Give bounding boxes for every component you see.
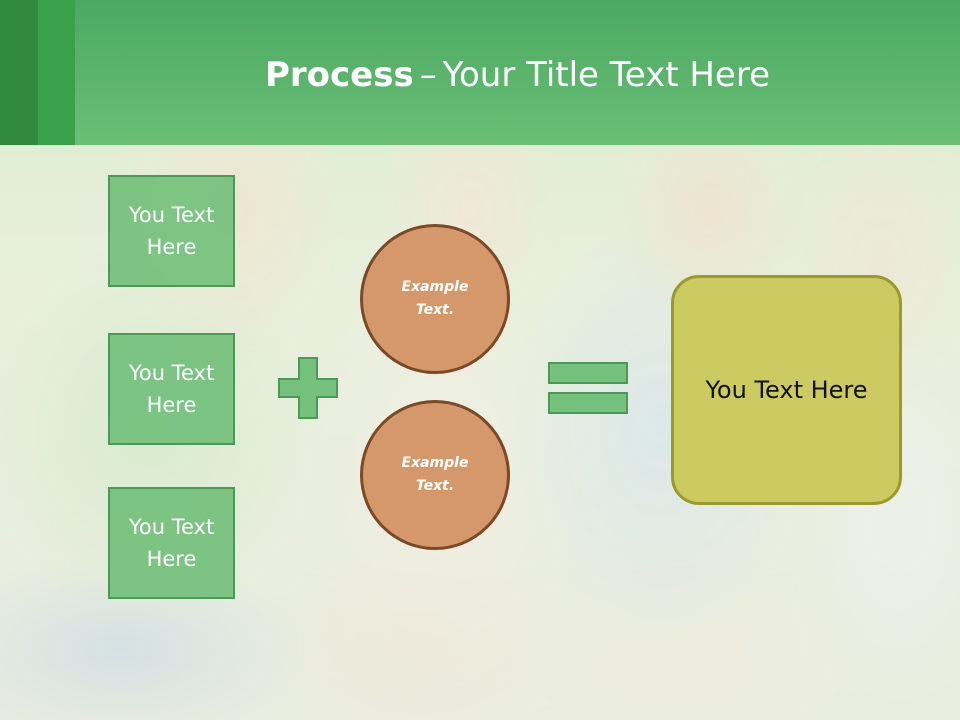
equals-icon[interactable] [548,362,628,414]
left-text-box-label: You Text Here [128,203,215,259]
left-text-box-1[interactable]: You Text Here [108,175,235,287]
left-text-box-label: You Text Here [128,361,215,417]
header-stripe-dark [0,0,38,145]
title-header: Process–Your Title Text Here [0,0,960,145]
example-circle-label: Example Text. [401,279,469,318]
title-strong: Process [264,55,414,95]
left-text-box-2[interactable]: You Text Here [108,333,235,445]
left-text-box-3[interactable]: You Text Here [108,487,235,599]
example-circle-2[interactable]: Example Text. [360,400,510,550]
result-box-label: You Text Here [705,376,868,404]
slide-title[interactable]: Process–Your Title Text Here [75,50,960,100]
result-box[interactable]: You Text Here [671,275,902,505]
header-stripe-mid [38,0,75,145]
title-rest: Your Title Text Here [442,55,770,95]
plus-icon[interactable] [278,357,338,419]
left-text-box-label: You Text Here [128,515,215,571]
example-circle-label: Example Text. [401,455,469,494]
title-dash: – [419,55,437,95]
example-circle-1[interactable]: Example Text. [360,224,510,374]
